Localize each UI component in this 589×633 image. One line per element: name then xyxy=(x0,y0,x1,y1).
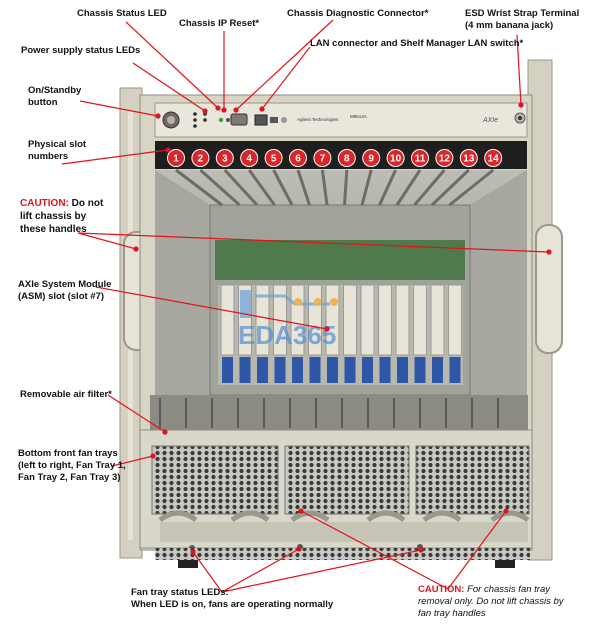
air-filter-grate xyxy=(150,395,528,430)
chassis-status-led-label: Chassis Status LED xyxy=(77,8,167,19)
fan-tray-3-grille xyxy=(415,445,530,515)
svg-text:EDA365: EDA365 xyxy=(238,320,336,350)
slot-number-11: 11 xyxy=(411,149,429,167)
esd-terminal-label: ESD Wrist Strap Terminal (4 mm banana ja… xyxy=(465,8,579,32)
svg-text:8: 8 xyxy=(344,154,350,165)
slot-number-2: 2 xyxy=(191,149,210,167)
slot-number-5: 5 xyxy=(264,149,283,167)
svg-text:5: 5 xyxy=(271,154,277,165)
on-standby-label: On/Standby button xyxy=(28,85,81,109)
physical-slot-numbers-label: Physical slot numbers xyxy=(28,139,86,163)
fan-tray-section xyxy=(139,429,533,568)
lan-connector-label: LAN connector and Shelf Manager LAN swit… xyxy=(310,38,524,49)
svg-text:AXIe: AXIe xyxy=(482,117,498,124)
module-card-12 xyxy=(413,284,427,383)
svg-text:13: 13 xyxy=(463,154,475,165)
svg-text:12: 12 xyxy=(439,154,451,165)
fan-caution-line-2: removal only. Do not lift chassis by xyxy=(418,596,564,607)
svg-text:6: 6 xyxy=(295,154,301,165)
fan-trays-line-3: Fan Tray 2, Fan Tray 3) xyxy=(18,472,121,483)
fan-caution-line-1: For chassis fan tray xyxy=(464,584,550,595)
leader-lines xyxy=(61,19,552,593)
slot-number-14: 14 xyxy=(484,149,503,167)
slot-number-9: 9 xyxy=(362,149,381,167)
fan-tray-1-grille xyxy=(151,445,279,515)
module-card-1 xyxy=(220,284,235,383)
asm-line-1: AXIe System Module xyxy=(18,279,112,290)
physical-slot-line-1: Physical slot xyxy=(28,139,87,150)
on-standby-line-2: button xyxy=(28,97,58,108)
module-card-8 xyxy=(343,284,357,383)
slot-number-7: 7 xyxy=(313,149,332,167)
svg-text:14: 14 xyxy=(488,154,500,165)
asm-line-2: (ASM) slot (slot #7) xyxy=(18,291,105,302)
svg-text:M9514A: M9514A xyxy=(350,114,367,119)
slot-number-4: 4 xyxy=(240,149,259,167)
caution-handles-word: CAUTION: xyxy=(20,198,69,209)
svg-text:7: 7 xyxy=(320,154,326,165)
module-card-11 xyxy=(395,284,410,383)
card-cage xyxy=(155,170,527,430)
power-supply-leds-label: Power supply status LEDs xyxy=(21,45,141,56)
watermark: EDA365 xyxy=(238,290,338,350)
module-cards xyxy=(220,284,462,383)
caution-handles-line-2: lift chassis by xyxy=(20,211,87,222)
fan-led-line-2: When LED is on, fans are operating norma… xyxy=(131,599,334,610)
fan-tray-leds-label: Fan tray status LEDs: When LED is on, fa… xyxy=(131,587,333,611)
slot-number-8: 8 xyxy=(337,149,356,167)
caution-handles-line-1: Do not xyxy=(68,198,104,209)
fan-tray-2-grille xyxy=(284,445,410,515)
fan-caution-line-3: fan tray handles xyxy=(418,608,486,619)
esd-terminal-line-1: ESD Wrist Strap Terminal xyxy=(465,8,580,19)
air-filter-label: Removable air filter* xyxy=(20,389,112,400)
esd-terminal-line-2: (4 mm banana jack) xyxy=(465,20,554,31)
chassis-diagnostic-connector-label: Chassis Diagnostic Connector* xyxy=(287,8,429,19)
svg-text:Agilent Technologies: Agilent Technologies xyxy=(297,117,339,122)
slot-number-12: 12 xyxy=(435,149,454,167)
svg-text:11: 11 xyxy=(415,154,426,165)
top-control-panel: Agilent Technologies M9514A AXIe xyxy=(154,102,528,138)
module-card-9 xyxy=(360,284,375,383)
svg-text:1: 1 xyxy=(173,154,179,165)
card-guides xyxy=(175,168,495,207)
on-standby-line-1: On/Standby xyxy=(28,85,82,96)
slot-number-1: 1 xyxy=(167,149,185,167)
module-card-10 xyxy=(378,284,392,383)
svg-text:10: 10 xyxy=(390,154,402,165)
asm-slot-label: AXIe System Module (ASM) slot (slot #7) xyxy=(18,279,111,303)
chassis-ip-reset-label: Chassis IP Reset* xyxy=(179,18,260,29)
fan-led-line-1: Fan tray status LEDs: xyxy=(131,587,229,598)
module-card-3 xyxy=(255,284,270,383)
physical-slot-line-2: numbers xyxy=(28,151,69,162)
svg-text:3: 3 xyxy=(222,154,228,165)
fan-caution-word: CAUTION: xyxy=(418,584,465,595)
fan-trays-line-2: (left to right, Fan Tray 1, xyxy=(18,460,126,471)
svg-text:9: 9 xyxy=(368,154,374,165)
fan-trays-line-1: Bottom front fan trays xyxy=(18,448,118,459)
slot-number-10: 10 xyxy=(386,149,405,167)
module-card-14 xyxy=(448,284,462,383)
module-card-13 xyxy=(430,284,445,383)
slot-number-3: 3 xyxy=(215,149,234,167)
svg-text:2: 2 xyxy=(198,154,204,165)
caution-handles-line-3: these handles xyxy=(20,224,87,235)
caution-handles-label: CAUTION: Do not lift chassis by these ha… xyxy=(20,197,103,236)
svg-text:4: 4 xyxy=(246,154,252,165)
fan-tray-caution-label: CAUTION: For chassis fan tray removal on… xyxy=(418,584,564,620)
fan-trays-label: Bottom front fan trays (left to right, F… xyxy=(18,448,126,484)
slot-number-6: 6 xyxy=(289,149,307,167)
right-handle xyxy=(535,224,563,354)
slot-number-13: 13 xyxy=(459,149,478,167)
